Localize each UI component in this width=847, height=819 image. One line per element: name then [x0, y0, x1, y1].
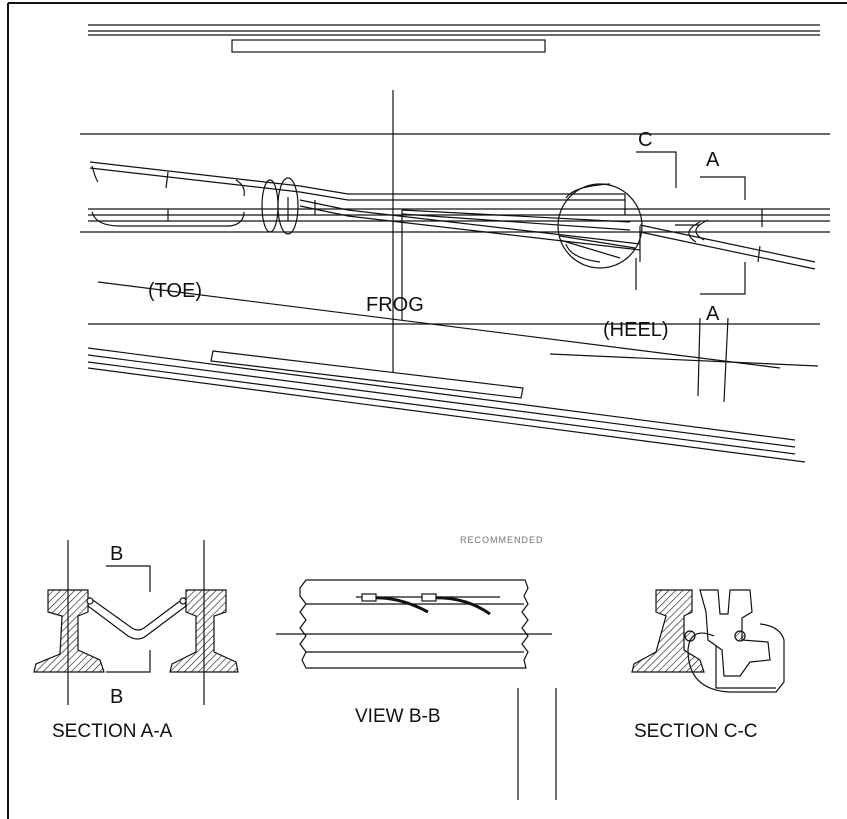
toe-label: (TOE)	[148, 280, 202, 302]
drawing-border	[7, 2, 847, 819]
top-rails	[88, 24, 820, 53]
lower-tie-plate	[210, 350, 524, 399]
view-b-caption: VIEW B-B	[355, 706, 441, 727]
frog-label: FROG	[366, 294, 424, 316]
section-a-marker-bottom: A	[706, 303, 720, 325]
top-tie-plate	[231, 39, 546, 53]
section-c-caption: SECTION C-C	[634, 721, 758, 742]
rail-section-c	[631, 589, 705, 673]
right-rail-section	[169, 589, 239, 673]
section-cut-markers	[635, 151, 746, 403]
lower-rails	[87, 347, 806, 463]
toe-bond-ellipse-2	[277, 177, 299, 235]
section-c-c	[631, 589, 785, 693]
toe-bond-ellipse-1	[261, 179, 279, 233]
construction-lines	[80, 90, 830, 378]
frog-plan-view	[88, 161, 830, 320]
view-b-b	[276, 579, 557, 800]
bond-wire-v	[87, 596, 187, 640]
left-rail-section	[33, 589, 105, 673]
section-b-marker-top: B	[110, 543, 123, 565]
section-a-caption: SECTION A-A	[52, 721, 173, 742]
faint-note: RECOMMENDED	[460, 535, 544, 545]
frog-casting-c	[699, 589, 771, 677]
heel-bond-ellipse	[557, 183, 643, 269]
toe-heel-line	[97, 281, 781, 369]
section-b-marker-bottom: B	[110, 686, 123, 708]
section-a-a	[33, 540, 239, 705]
heel-label: (HEEL)	[603, 319, 669, 341]
section-c-marker: C	[638, 129, 652, 151]
section-a-marker-top: A	[706, 149, 720, 171]
